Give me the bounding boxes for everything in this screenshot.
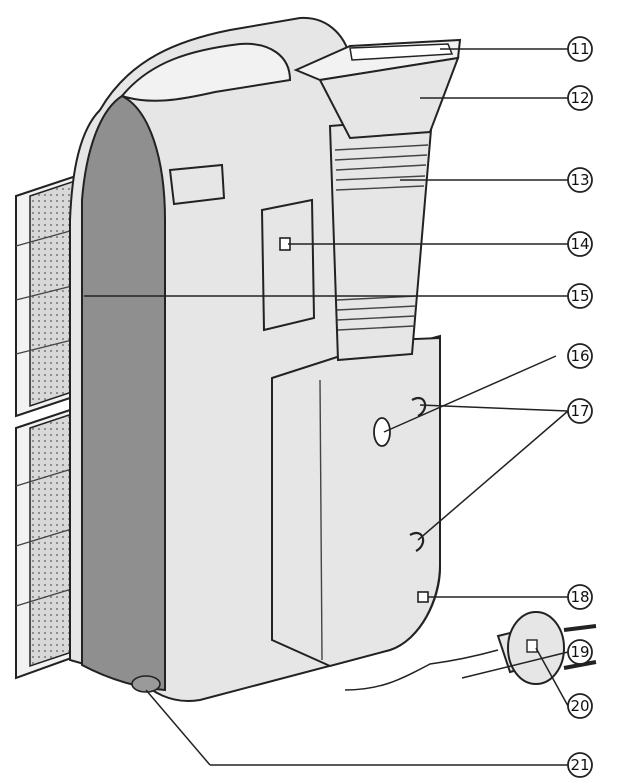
leader-lines <box>84 48 569 766</box>
callout-16: 16 <box>567 343 593 369</box>
callout-15-label: 15 <box>570 287 589 305</box>
exhaust-hose <box>328 116 434 362</box>
callout-20: 20 <box>567 693 593 719</box>
callout-17: 17 <box>567 398 593 424</box>
callout-18-label: 18 <box>570 588 589 606</box>
callout-11-label: 11 <box>570 40 589 58</box>
callout-16-label: 16 <box>570 347 589 365</box>
window-adapter <box>293 38 462 140</box>
callout-19: 19 <box>567 639 593 665</box>
callout-12-label: 12 <box>570 89 589 107</box>
callout-15: 15 <box>567 283 593 309</box>
callout-14-label: 14 <box>570 235 589 253</box>
callout-11: 11 <box>567 36 593 62</box>
callout-13-label: 13 <box>570 171 589 189</box>
callout-19-label: 19 <box>570 643 589 661</box>
callout-21: 21 <box>567 752 593 778</box>
callout-17-label: 17 <box>570 402 589 420</box>
callout-18: 18 <box>567 584 593 610</box>
callout-12: 12 <box>567 85 593 111</box>
callout-21-label: 21 <box>570 756 589 774</box>
callout-13: 13 <box>567 167 593 193</box>
callout-20-label: 20 <box>570 697 589 715</box>
callout-14: 14 <box>567 231 593 257</box>
